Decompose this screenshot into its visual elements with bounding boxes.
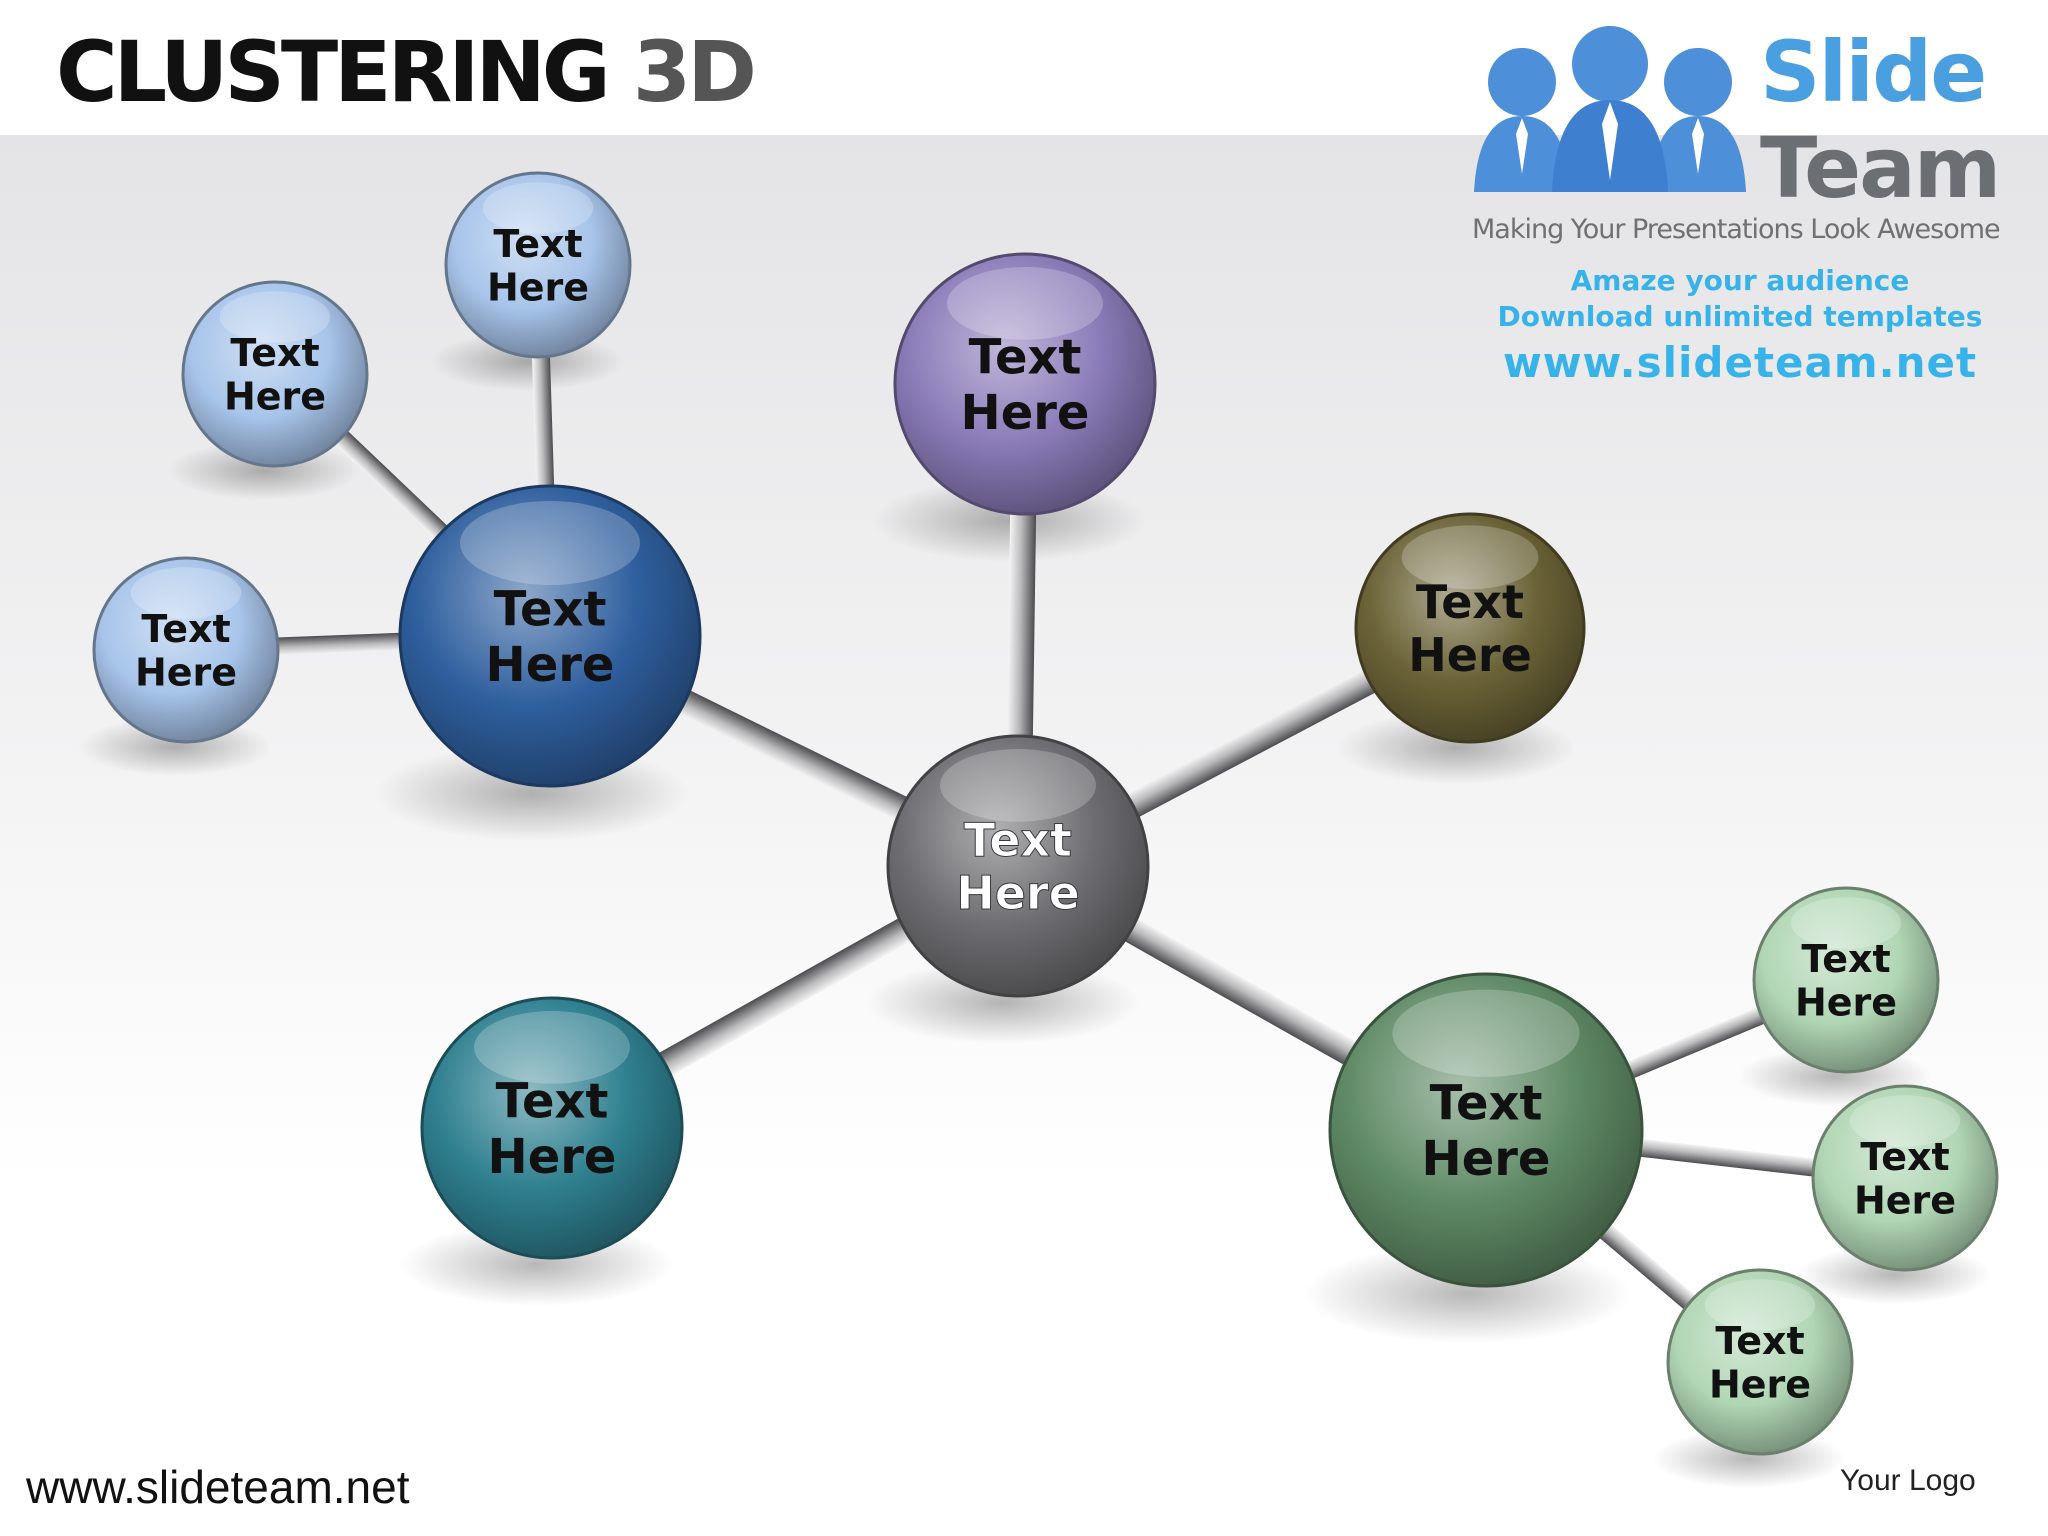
- node-sphere-olive: [1354, 512, 1586, 744]
- node-label-blue-sat-bottom-line-2: Here: [135, 651, 237, 695]
- node-sphere-blue-sat-bottom: [92, 556, 280, 744]
- node-label-blue-sat-top-line-1: Text: [493, 222, 582, 266]
- node-gloss-green-sat-bottom: [1704, 1279, 1816, 1331]
- node-label-green-sat-top-line-2: Here: [1795, 981, 1897, 1025]
- node-gloss-green-sat-right: [1849, 1095, 1961, 1147]
- node-sphere-purple: [893, 252, 1157, 516]
- node-label-green-sat-right-line-2: Here: [1854, 1179, 1956, 1223]
- node-gloss-teal: [474, 1011, 630, 1084]
- node-label-blue-sat-top-line-2: Here: [487, 266, 589, 310]
- logo-promo-line-1: Amaze your audience: [1570, 264, 1910, 297]
- node-gloss-center: [940, 749, 1096, 822]
- node-sphere-blue-hub: [398, 484, 702, 788]
- node-gloss-blue-sat-bottom: [130, 567, 242, 619]
- title-accent: 3D: [632, 23, 757, 121]
- node-label-olive-line-2: Here: [1408, 628, 1532, 682]
- people-icon: [1474, 26, 1746, 192]
- node-label-green-sat-bottom-line-2: Here: [1709, 1363, 1811, 1407]
- cluster-nodes: TextHereTextHereTextHereTextHereTextHere…: [92, 171, 1999, 1456]
- node-label-green-hub-line-2: Here: [1422, 1131, 1551, 1187]
- node-label-green-hub-line-1: Text: [1430, 1076, 1543, 1132]
- title-main: CLUSTERING: [56, 23, 611, 121]
- logo-word-team: Team: [1760, 119, 2001, 217]
- node-sphere-center: [886, 734, 1150, 998]
- footer-logo-placeholder: Your Logo: [1840, 1464, 1976, 1497]
- node-gloss-green-hub: [1392, 989, 1580, 1077]
- node-label-green-sat-top-line-1: Text: [1801, 937, 1890, 981]
- node-sphere-green-sat-right: [1811, 1084, 1999, 1272]
- node-label-olive-line-1: Text: [1416, 575, 1524, 629]
- logo-url: www.slideteam.net: [1502, 338, 1978, 387]
- node-label-purple-line-1: Text: [969, 330, 1082, 386]
- node-gloss-green-sat-top: [1790, 897, 1902, 949]
- node-sphere-green-sat-bottom: [1666, 1268, 1854, 1456]
- node-label-center-line-2: Here: [956, 866, 1080, 920]
- node-sphere-green-hub: [1328, 972, 1644, 1288]
- node-sphere-blue-sat-left: [181, 280, 369, 468]
- node-gloss-blue-sat-left: [219, 291, 331, 343]
- node-label-purple-line-2: Here: [961, 385, 1090, 441]
- node-label-green-sat-right-line-1: Text: [1860, 1135, 1949, 1179]
- node-sphere-blue-sat-top: [444, 171, 632, 359]
- node-sphere-green-sat-top: [1752, 886, 1940, 1074]
- node-shadows: [78, 332, 1991, 1489]
- node-label-green-sat-bottom-line-1: Text: [1715, 1319, 1804, 1363]
- logo-word-slide: Slide: [1760, 23, 1987, 121]
- logo-promo-line-2: Download unlimited templates: [1497, 300, 1983, 333]
- node-label-blue-sat-left-line-1: Text: [230, 331, 319, 375]
- footer-url-link[interactable]: www.slideteam.net: [26, 1461, 410, 1513]
- node-sphere-teal: [420, 996, 684, 1260]
- node-label-teal-line-2: Here: [488, 1129, 617, 1185]
- node-label-blue-sat-bottom-line-1: Text: [141, 607, 230, 651]
- node-gloss-blue-hub: [460, 501, 640, 585]
- slideteam-logo: Slide Team Making Your Presentations Loo…: [1470, 22, 2030, 387]
- node-gloss-purple: [947, 267, 1103, 340]
- node-label-teal-line-1: Text: [496, 1074, 609, 1130]
- node-label-center-line-1: Text: [964, 813, 1072, 867]
- node-label-blue-sat-left-line-2: Here: [224, 375, 326, 419]
- node-label-blue-hub-line-1: Text: [494, 582, 607, 638]
- node-gloss-olive: [1401, 525, 1539, 590]
- node-gloss-blue-sat-top: [482, 182, 594, 234]
- node-label-blue-hub-line-2: Here: [486, 637, 615, 693]
- logo-tagline: Making Your Presentations Look Awesome: [1472, 214, 2001, 245]
